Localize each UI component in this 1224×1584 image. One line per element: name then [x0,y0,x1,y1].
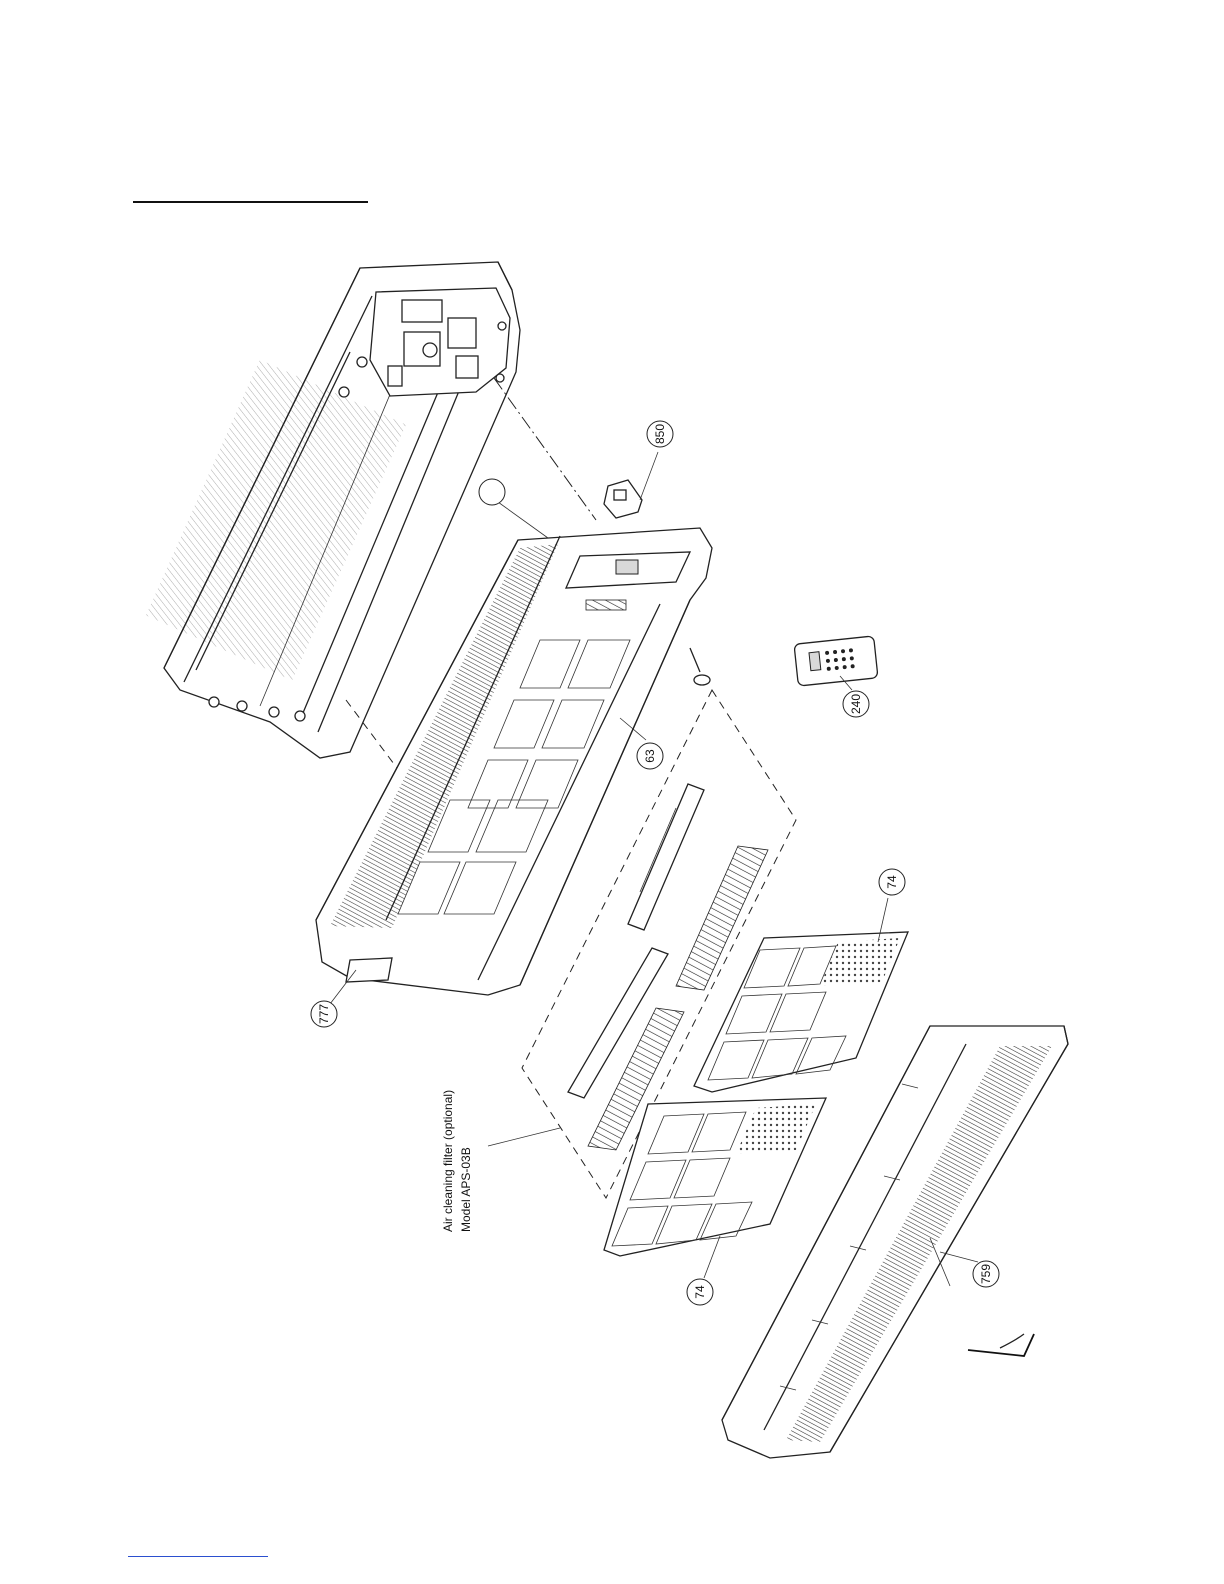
note-line-2: Model APS-03B [459,1147,473,1232]
callout-777-label: 777 [317,1004,331,1024]
callout-74-lower-label: 74 [693,1285,707,1299]
callout-74-upper-label: 74 [885,875,899,889]
air-filter-lower [604,1098,826,1256]
detail-mark [968,1334,1034,1356]
callout-759-label: 759 [979,1264,993,1284]
alignment-line-upper [494,378,596,520]
front-panel [722,1026,1068,1458]
callout-240-label: 240 [849,694,863,714]
note-line-1: Air cleaning filter (optional) [441,1090,455,1232]
callout-850: 850 [640,421,673,500]
callout-blank [479,479,548,538]
callout-759: 759 [940,1252,999,1287]
detail-curve [1000,1334,1024,1348]
callout-777: 777 [311,970,356,1027]
note-leader [488,1128,560,1146]
bracket-850 [604,480,642,518]
air-filter-upper [694,932,908,1092]
callout-850-label: 850 [653,424,667,444]
air-cleaning-filter-note: Air cleaning filter (optional) Model APS… [441,1090,473,1232]
callout-74-lower: 74 [687,1236,720,1305]
screw-part [690,648,710,685]
callout-74-upper: 74 [878,869,905,942]
remote-controller [794,636,878,686]
callout-63-label: 63 [643,749,657,763]
callout-240: 240 [840,676,869,717]
